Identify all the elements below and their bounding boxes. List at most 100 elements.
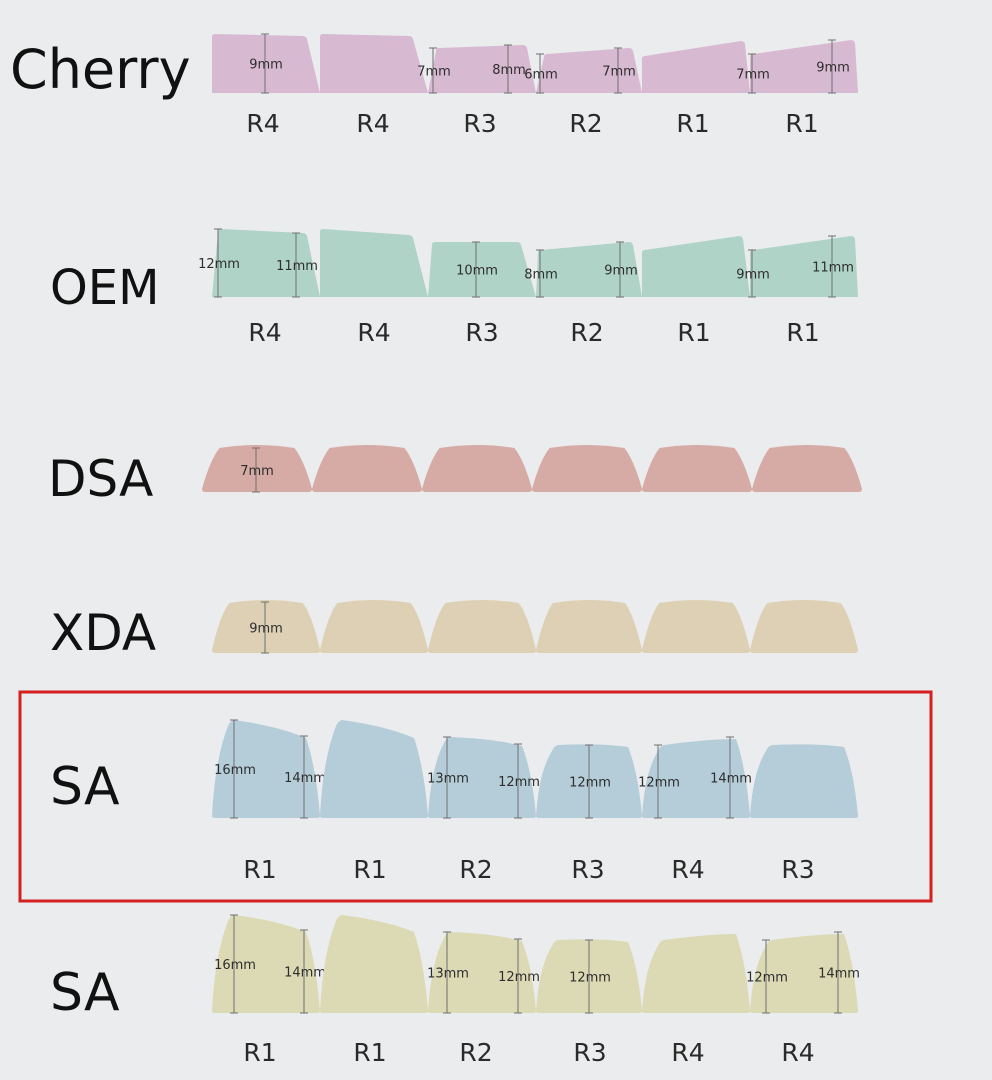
dimension-label: 11mm: [812, 261, 854, 276]
profile-name: SA: [50, 963, 120, 1023]
profile-name: DSA: [48, 450, 153, 508]
keycap: [312, 445, 422, 492]
row-label: R1: [353, 855, 386, 884]
keycap: [202, 445, 312, 492]
dimension-label: 16mm: [214, 958, 256, 973]
keycap: [642, 445, 752, 492]
keycap: [642, 236, 750, 297]
dimension-label: 12mm: [746, 971, 788, 986]
row-label: R1: [353, 1038, 386, 1067]
keycap: [320, 720, 428, 818]
row-label: R2: [569, 109, 602, 138]
row-label: R1: [243, 1038, 276, 1067]
dimension-label: 9mm: [249, 58, 283, 73]
row-label: R4: [356, 109, 389, 138]
dimension-label: 12mm: [498, 970, 540, 985]
keycap: [320, 600, 428, 653]
keycap: [428, 932, 536, 1013]
keycap: [422, 445, 532, 492]
dimension-label: 13mm: [427, 772, 469, 787]
row-label: R2: [459, 855, 492, 884]
dimension-label: 7mm: [417, 65, 451, 80]
dimension-label: 7mm: [240, 464, 274, 479]
dimension-label: 12mm: [198, 257, 240, 272]
row-label: R4: [671, 1038, 704, 1067]
keycap: [750, 744, 858, 818]
keycap: [428, 737, 536, 818]
row-label: R1: [785, 109, 818, 138]
row-label: R4: [357, 318, 390, 347]
dimension-label: 14mm: [284, 771, 326, 786]
row-label: R1: [786, 318, 819, 347]
keycap: [536, 600, 642, 653]
dimension-label: 14mm: [818, 967, 860, 982]
dimension-label: 12mm: [498, 775, 540, 790]
dimension-label: 9mm: [604, 264, 638, 279]
keycap: [642, 41, 750, 93]
profile-name: SA: [50, 757, 120, 817]
dimension-label: 12mm: [569, 776, 611, 791]
row-label: R3: [465, 318, 498, 347]
dimension-label: 9mm: [249, 622, 283, 637]
dimension-label: 8mm: [524, 268, 558, 283]
row-label: R3: [573, 1038, 606, 1067]
dimension-label: 13mm: [427, 967, 469, 982]
dimension-label: 10mm: [456, 264, 498, 279]
keycap: [212, 600, 320, 653]
dimension-label: 12mm: [638, 776, 680, 791]
dimension-label: 6mm: [524, 68, 558, 83]
dimension-label: 11mm: [276, 259, 318, 274]
dimension-label: 7mm: [602, 65, 636, 80]
keycap: [428, 242, 536, 297]
row-label: R4: [671, 855, 704, 884]
dimension-label: 14mm: [284, 966, 326, 981]
row-label: R3: [463, 109, 496, 138]
keycap: [750, 600, 858, 653]
keycap: [320, 229, 428, 297]
keycap: [320, 34, 428, 93]
dimension-label: 12mm: [569, 971, 611, 986]
row-label: R3: [571, 855, 604, 884]
profile-name: XDA: [50, 604, 156, 662]
row-label: R4: [781, 1038, 814, 1067]
row-label: R1: [243, 855, 276, 884]
keycap: [212, 34, 320, 93]
row-label: R1: [676, 109, 709, 138]
dimension-label: 14mm: [710, 772, 752, 787]
profile-dsa-section: DSA 7mm: [48, 445, 862, 508]
keycap: [212, 915, 320, 1013]
row-label: R3: [781, 855, 814, 884]
profile-name: Cherry: [10, 38, 191, 101]
dimension-label: 7mm: [736, 68, 770, 83]
keycap: [536, 48, 642, 93]
keycap: [428, 600, 536, 653]
keycap: [642, 739, 750, 818]
dimension-label: 8mm: [492, 63, 526, 78]
dimension-label: 9mm: [736, 268, 770, 283]
profile-xda-section: XDA 9mm: [50, 600, 858, 662]
row-label: R2: [459, 1038, 492, 1067]
profile-name: OEM: [50, 260, 160, 316]
keycap: [536, 242, 642, 297]
keycap: [320, 915, 428, 1013]
keycap: [532, 445, 642, 492]
keycap: [642, 934, 750, 1013]
keycap: [212, 720, 320, 818]
keycap: [752, 445, 862, 492]
keycap: [428, 45, 536, 93]
keycap: [642, 600, 750, 653]
keycap: [750, 934, 858, 1013]
row-label: R4: [248, 318, 281, 347]
keycap: [212, 229, 320, 297]
dimension-label: 16mm: [214, 763, 256, 778]
row-label: R2: [570, 318, 603, 347]
dimension-label: 9mm: [816, 61, 850, 76]
keycap: [750, 236, 858, 297]
highlight-box: [18, 690, 933, 903]
row-label: R4: [246, 109, 279, 138]
